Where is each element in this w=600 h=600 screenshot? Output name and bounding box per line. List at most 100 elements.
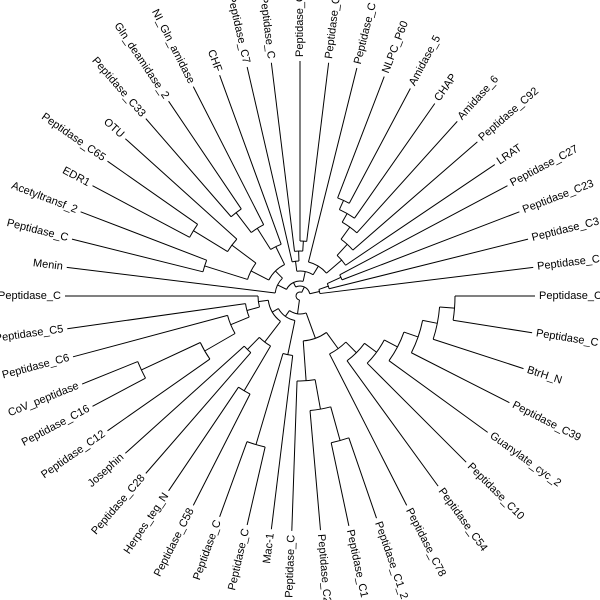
leaf-branch (125, 345, 245, 454)
leaf-branch (81, 361, 138, 385)
leaf-label: Peptidase_C (191, 518, 224, 581)
leaf-label: Peptidase_C (257, 0, 277, 60)
leaf-branch (72, 314, 228, 358)
leaf-branch (352, 141, 478, 251)
leaf-branch (219, 74, 282, 245)
node-arc (199, 342, 211, 360)
internal-branch (341, 213, 348, 223)
internal-branch (364, 342, 377, 353)
leaf-branch (168, 100, 242, 210)
node-arc (329, 341, 347, 355)
leaf-branch (354, 103, 436, 219)
internal-branch (258, 299, 269, 303)
leaf-label: Peptidase_C (6, 217, 70, 244)
leaf-branch (168, 386, 239, 492)
internal-branch (314, 379, 321, 410)
internal-branch (250, 270, 270, 281)
leaf-label: Peptidase_C78 (403, 506, 448, 578)
internal-branch (305, 312, 316, 339)
leaf-label: Amidase_5 (407, 34, 443, 88)
internal-branch (243, 345, 271, 392)
internal-branch (277, 284, 287, 290)
tree-branches (65, 61, 535, 531)
leaf-branch (366, 362, 467, 463)
leaf-label: Josephin (86, 451, 127, 489)
internal-branch (230, 316, 250, 326)
leaf-branch (328, 238, 529, 290)
leaf-label: Peptidase_C10 (465, 461, 527, 523)
leaf-branch (67, 303, 246, 330)
leaf-branch (339, 185, 508, 276)
internal-branch (301, 286, 305, 293)
leaf-branch (348, 88, 411, 204)
internal-branch (312, 265, 319, 275)
leaf-branch (145, 118, 232, 218)
leaf-label: Peptidase_C54 (436, 486, 490, 554)
internal-branch (403, 331, 419, 338)
internal-branch (338, 200, 344, 210)
internal-branch (272, 308, 279, 313)
leaf-branch (270, 355, 294, 530)
leaf-label: Peptidase_C (323, 0, 343, 59)
node-arc (432, 306, 441, 340)
leaf-label: Peptidase_C5 (0, 323, 64, 345)
leaf-label: BtrH_N (525, 364, 563, 387)
leaf-label: Peptidase_C39 (510, 399, 582, 444)
internal-branch (326, 259, 342, 274)
internal-branch (231, 244, 257, 264)
leaf-label: Peptidase_C1 (344, 529, 370, 599)
leaf-label: Peptidase_C1_2 (372, 520, 410, 600)
internal-branch (297, 299, 300, 314)
leaf-label: Peptidase_C23 (521, 178, 596, 216)
leaf-label: CHAP (432, 72, 459, 104)
leaf-branch (307, 67, 358, 263)
leaf-branch (388, 360, 488, 433)
internal-branch (293, 282, 297, 288)
internal-branch (302, 241, 304, 252)
leaf-branch (330, 442, 350, 526)
internal-branch (345, 341, 357, 354)
internal-branch (141, 342, 201, 371)
leaf-label: NLPC_P60 (380, 19, 411, 75)
leaf-label: Peptidase_C (283, 535, 297, 598)
leaf-label: Peptidase_C58 (152, 506, 197, 578)
leaf-branch (309, 410, 321, 531)
leaf-branch (246, 446, 266, 526)
internal-branch (204, 333, 236, 352)
internal-branch (264, 321, 281, 343)
leaf-branch (92, 377, 146, 407)
leaf-label: Amidase_6 (455, 73, 501, 122)
leaf-branch (356, 121, 458, 234)
leaf-label: OTU (101, 116, 126, 140)
internal-branch (235, 212, 252, 233)
leaf-branch (411, 352, 510, 404)
leaf-label: Peptidase_C (226, 527, 252, 591)
leaf-label: Guanylate_cyc_2 (487, 430, 563, 490)
leaf-label: CHF (205, 48, 224, 74)
leaf-label: Peptidase_C (352, 1, 379, 65)
leaf-label: Peptidase_C (539, 290, 600, 302)
leaf-label: Peptidase_C (294, 0, 306, 57)
leaf-branch (345, 164, 496, 266)
leaf-label: Peptidase_C (536, 253, 600, 273)
leaf-label: Mac-1 (261, 532, 277, 564)
node-arc (341, 221, 358, 234)
internal-branch (439, 306, 455, 309)
internal-branch (246, 306, 260, 311)
leaf-branch (80, 211, 207, 261)
leaf-branch (291, 380, 298, 531)
leaf-branch (107, 358, 211, 432)
internal-branch (275, 246, 286, 265)
internal-branch (383, 339, 398, 348)
internal-branch (302, 271, 306, 282)
leaf-branch (337, 76, 385, 199)
internal-branch (326, 332, 339, 349)
internal-branch (275, 270, 283, 279)
node-arc (410, 320, 424, 353)
leaf-branch (432, 338, 524, 370)
internal-branch (327, 276, 342, 285)
internal-branch (256, 228, 272, 250)
leaf-label: Peptidase_C65 (39, 111, 108, 164)
internal-branch (204, 265, 248, 280)
